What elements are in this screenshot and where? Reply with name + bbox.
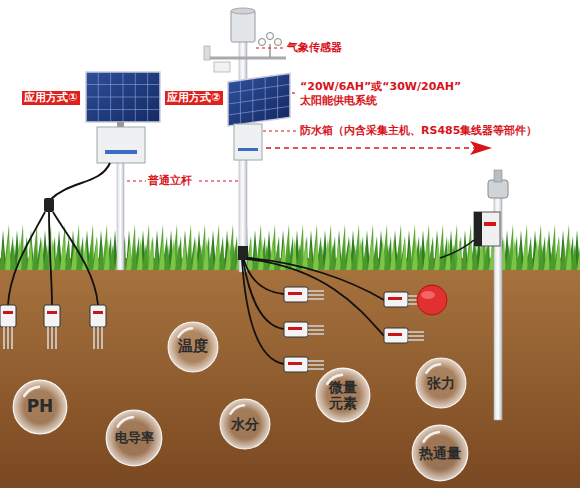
method-text: 应用方式②	[167, 92, 220, 105]
power-label: “20W/6AH”或“30W/20AH” 太阳能供电系统	[300, 80, 480, 108]
parameter-bubble: 微量元素	[315, 367, 371, 423]
parameter-bubble: 热通量	[411, 424, 469, 482]
parameter-text: 水分	[231, 416, 259, 432]
parameter-bubble: 张力	[415, 357, 467, 409]
parameter-text: 微量元素	[327, 379, 359, 411]
parameter-bubble: 水分	[219, 398, 271, 450]
parameter-text: 张力	[427, 375, 455, 391]
parameter-text: PH	[27, 397, 54, 417]
parameter-bubble: 电导率	[105, 409, 163, 467]
sensor-label: 气象传感器	[287, 41, 377, 55]
parameter-text: 热通量	[419, 445, 461, 461]
method-text: 应用方式①	[24, 92, 77, 105]
method-tag: 应用方式①	[22, 91, 80, 105]
parameter-bubble: 温度	[167, 321, 219, 373]
parameter-text: 电导率	[115, 431, 154, 446]
method-tag: 应用方式②	[165, 91, 223, 105]
parameter-bubble: PH	[12, 379, 68, 435]
box-label: 防水箱（内含采集主机、RS485集线器等部件）	[300, 124, 570, 138]
pole-label: 普通立杆	[148, 174, 208, 188]
parameter-text: 温度	[178, 338, 208, 355]
